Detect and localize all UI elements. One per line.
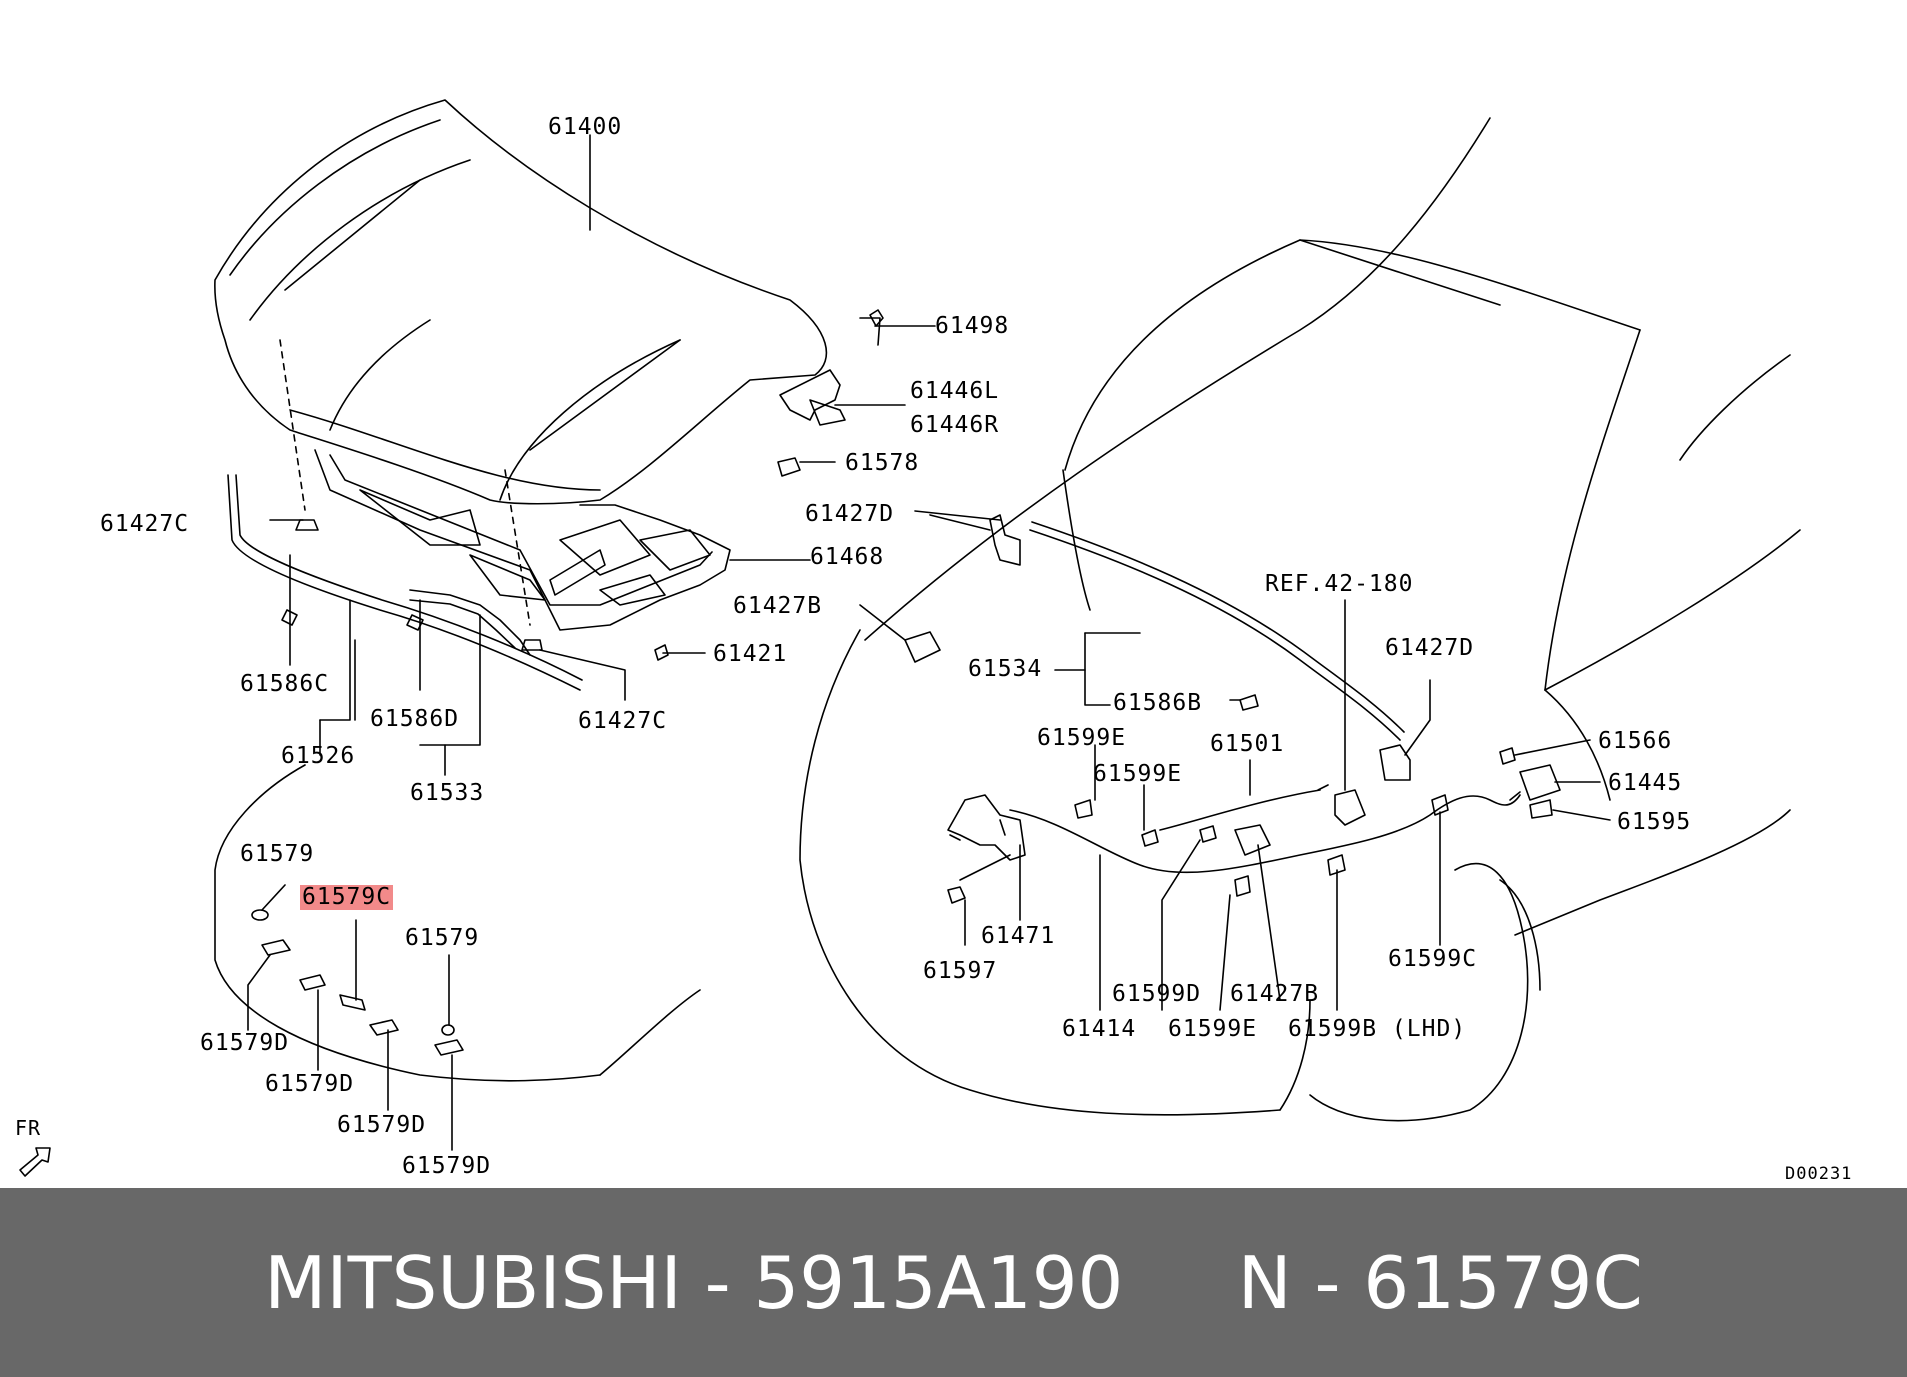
part-label-61579C-highlighted[interactable]: 61579C xyxy=(300,884,394,910)
part-label-61445: 61445 xyxy=(1608,770,1683,796)
part-label-61446L: 61446L xyxy=(910,378,1000,404)
hood-panel-drawing xyxy=(214,99,828,505)
part-label-61586B: 61586B xyxy=(1113,690,1203,716)
part-label-61498: 61498 xyxy=(935,313,1010,339)
part-label-61427C: 61427C xyxy=(100,511,190,537)
part-label-61566: 61566 xyxy=(1598,728,1673,754)
part-label-61597: 61597 xyxy=(923,958,998,984)
drawing-code: D00231 xyxy=(1785,1164,1853,1184)
part-label-61534: 61534 xyxy=(968,656,1043,682)
parts-diagram: 61400 61498 61446L 61446R 61578 61427C 6… xyxy=(15,99,1853,1184)
part-label-61599E: 61599E xyxy=(1093,761,1183,787)
part-label-61599C: 61599C xyxy=(1388,946,1478,972)
part-label-61579: 61579 xyxy=(240,841,315,867)
diagram-drawing xyxy=(19,99,1801,1177)
vehicle-body-drawing xyxy=(799,117,1801,1122)
part-label-61579D: 61579D xyxy=(200,1030,290,1056)
right-leader-lines xyxy=(914,510,1611,1011)
part-label-61595: 61595 xyxy=(1617,809,1692,835)
part-label-61599E: 61599E xyxy=(1037,725,1127,751)
part-label-61579D: 61579D xyxy=(337,1112,427,1138)
part-label-61427C: 61427C xyxy=(578,708,668,734)
part-label-61427B: 61427B xyxy=(733,593,823,619)
part-label-61427D: 61427D xyxy=(1385,635,1475,661)
part-label-61427B: 61427B xyxy=(1230,981,1320,1007)
part-number-banner: MITSUBISHI - 5915A190 N - 61579C xyxy=(0,1188,1907,1377)
part-label-61586C: 61586C xyxy=(240,671,330,697)
part-label-61414: 61414 xyxy=(1062,1016,1137,1042)
hood-seal-weatherstrip-drawing xyxy=(227,474,583,691)
part-label-61586D: 61586D xyxy=(370,706,460,732)
part-label-61599E: 61599E xyxy=(1168,1016,1258,1042)
part-label-61446R: 61446R xyxy=(910,412,1000,438)
part-label-61501: 61501 xyxy=(1210,731,1285,757)
reference-label-42-180: REF.42-180 xyxy=(1265,571,1414,597)
hood-small-parts-drawing xyxy=(269,309,941,663)
part-label-61533: 61533 xyxy=(410,780,485,806)
direction-marker-fr: FR xyxy=(15,1116,42,1140)
part-label-61599D: 61599D xyxy=(1112,981,1202,1007)
part-label-61578: 61578 xyxy=(845,450,920,476)
part-label-61400: 61400 xyxy=(548,114,623,140)
part-label-61421: 61421 xyxy=(713,641,788,667)
part-label-61579D: 61579D xyxy=(265,1071,355,1097)
hood-insulator-frame-drawing xyxy=(314,449,731,631)
part-label-61468: 61468 xyxy=(810,544,885,570)
left-leader-lines xyxy=(19,134,991,1177)
part-label-61526: 61526 xyxy=(281,743,356,769)
part-number-text: MITSUBISHI - 5915A190 N - 61579C xyxy=(264,1240,1643,1325)
part-label-61427D: 61427D xyxy=(805,501,895,527)
part-label-61579: 61579 xyxy=(405,925,480,951)
part-label-61579D: 61579D xyxy=(402,1153,492,1179)
part-label-61471: 61471 xyxy=(981,923,1056,949)
part-label-61599B-lhd: 61599B (LHD) xyxy=(1288,1016,1467,1042)
